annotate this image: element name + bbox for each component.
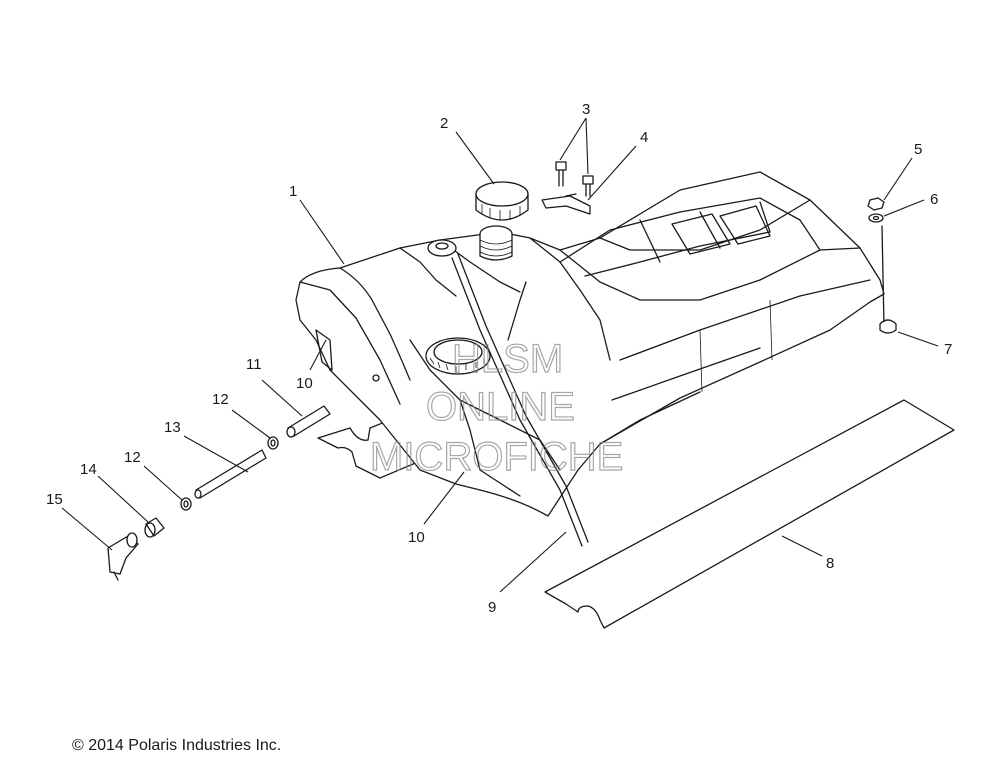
- callout-6: 6: [930, 191, 938, 208]
- part-5-nut: [867, 197, 885, 211]
- callout-5: 5: [914, 141, 922, 158]
- watermark: HLSM ONLINE MICROFICHE: [369, 336, 624, 479]
- part-4-bracket: [541, 193, 591, 215]
- part-8-pad: [544, 399, 955, 629]
- callout-12-lower: 12: [124, 449, 141, 466]
- callout-12-upper: 12: [212, 391, 229, 408]
- callout-13: 13: [164, 419, 181, 436]
- callout-10-upper: 10: [296, 375, 313, 392]
- part-6-washer: [868, 213, 884, 223]
- callout-labels: 1 2 3 4 5 6 7 8 9 10 10 11 12 13 12 14 1…: [46, 101, 952, 616]
- callout-9: 9: [488, 599, 496, 616]
- callout-3: 3: [582, 101, 590, 118]
- part-11-fitting: [286, 405, 331, 438]
- part-12-oring-a: [267, 436, 279, 450]
- part-13-rod: [194, 449, 267, 499]
- part-9-hose: [451, 253, 589, 547]
- part-12-oring-b: [180, 497, 192, 511]
- leader-lines: [61, 117, 939, 593]
- callout-7: 7: [944, 341, 952, 358]
- callout-11: 11: [246, 356, 262, 373]
- callout-4: 4: [640, 129, 648, 146]
- part-3-bolts: [555, 161, 594, 197]
- part-14-cap-fitting: [144, 517, 165, 538]
- watermark-line-3: MICROFICHE: [370, 435, 623, 479]
- callout-1: 1: [289, 183, 297, 200]
- callout-14: 14: [80, 461, 97, 478]
- watermark-line-1: HLSM: [452, 337, 563, 381]
- part-7-bolt: [879, 225, 897, 334]
- watermark-line-2: ONLINE: [426, 385, 575, 429]
- callout-8: 8: [826, 555, 834, 572]
- part-15-elbow-fitting: [107, 532, 139, 581]
- copyright-notice: © 2014 Polaris Industries Inc.: [72, 737, 282, 754]
- callout-2: 2: [440, 115, 448, 132]
- part-2-cap: [475, 181, 529, 221]
- callout-10-lower: 10: [408, 529, 425, 546]
- callout-15: 15: [46, 491, 63, 508]
- part-1-fuel-tank: [295, 171, 885, 517]
